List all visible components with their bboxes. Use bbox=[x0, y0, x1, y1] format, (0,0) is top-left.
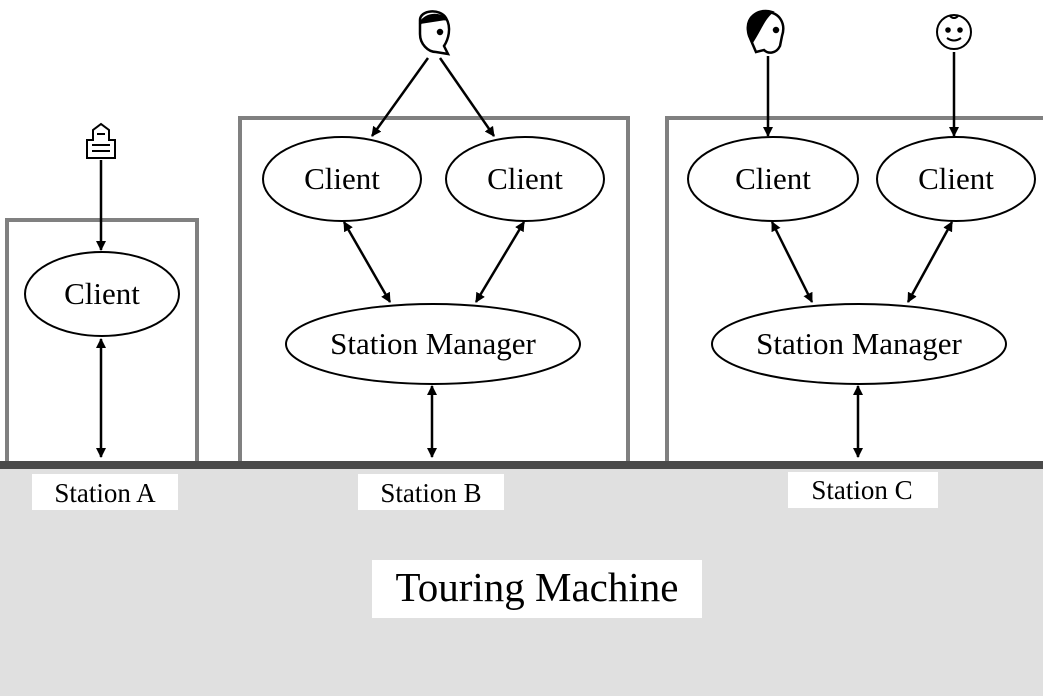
client-c1-node[interactable] bbox=[687, 136, 859, 222]
touring-machine-label-bg bbox=[372, 560, 702, 618]
client-c2-node[interactable] bbox=[876, 136, 1036, 222]
arrow-user-b-to-client-b2 bbox=[438, 57, 496, 137]
baby-face-icon bbox=[936, 14, 972, 50]
station-a-label: Station A bbox=[54, 478, 156, 508]
building-icon bbox=[86, 122, 116, 159]
arrow-client-c1-to-manager-c bbox=[770, 221, 814, 303]
station-b-label: Station B bbox=[380, 478, 481, 508]
client-c2-label: Client bbox=[918, 161, 994, 196]
man-face-icon bbox=[418, 10, 451, 56]
station-manager-c-label: Station Manager bbox=[756, 326, 962, 361]
station-c-label-bg bbox=[788, 472, 938, 508]
client-b1-label: Client bbox=[304, 161, 380, 196]
arrow-client-c2-to-manager-c bbox=[906, 221, 954, 303]
station-a-label-bg bbox=[32, 474, 178, 510]
client-c1-label: Client bbox=[735, 161, 811, 196]
client-a-label: Client bbox=[64, 276, 140, 311]
woman-face-icon bbox=[746, 9, 785, 54]
arrow-user-b-to-client-b1 bbox=[370, 57, 430, 137]
station-c-label: Station C bbox=[811, 475, 912, 505]
arrow-client-b1-to-manager-b bbox=[342, 221, 392, 303]
station-manager-c-node[interactable] bbox=[711, 303, 1007, 385]
client-a-node[interactable] bbox=[24, 251, 180, 337]
arrow-client-b2-to-manager-b bbox=[474, 221, 526, 303]
client-b1-node[interactable] bbox=[262, 136, 422, 222]
client-b2-label: Client bbox=[487, 161, 563, 196]
network-bus bbox=[0, 461, 1043, 469]
station-b-label-bg bbox=[358, 474, 504, 510]
station-manager-b-label: Station Manager bbox=[330, 326, 536, 361]
touring-machine-label: Touring Machine bbox=[396, 564, 679, 610]
station-manager-b-node[interactable] bbox=[285, 303, 581, 385]
client-b2-node[interactable] bbox=[445, 136, 605, 222]
